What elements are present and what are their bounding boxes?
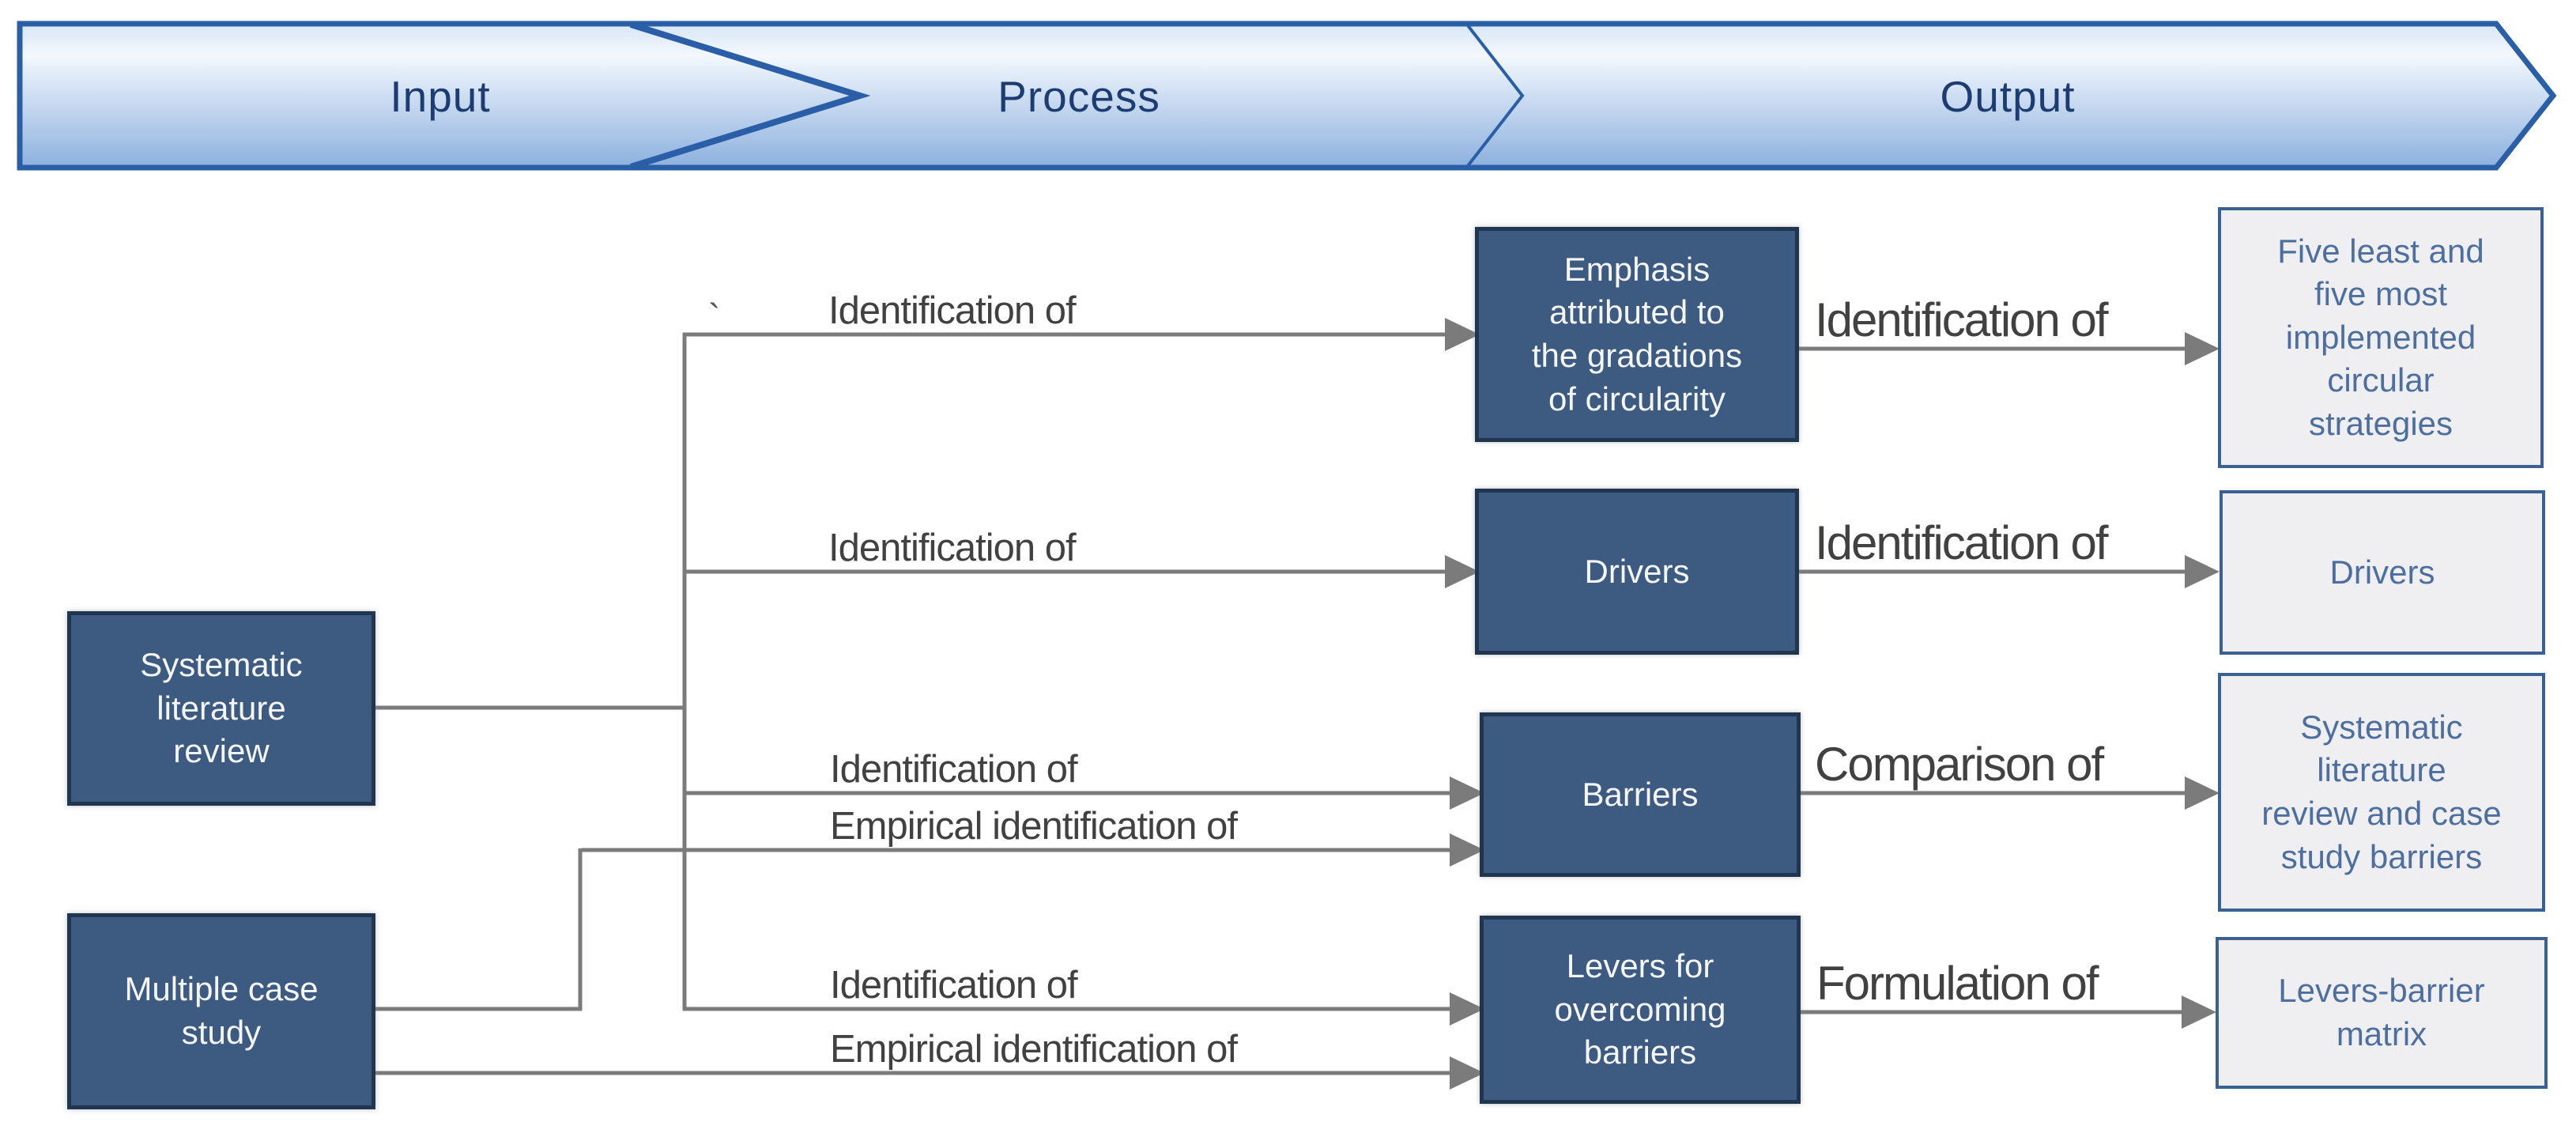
box-levers-barrier-matrix: Levers-barrier matrix [2216, 937, 2548, 1089]
banner-segment-output: Output [1940, 72, 2076, 121]
box-label: Levers for overcoming barriers [1554, 947, 1726, 1071]
arrowhead-row2-process [1445, 555, 1480, 588]
arrowhead-row4-output [2182, 995, 2216, 1029]
banner-segment-process: Process [998, 72, 1160, 121]
arrow-label-row1-identification: Identification of [828, 289, 1077, 332]
arrowhead-row4-identification [1450, 992, 1484, 1026]
box-multiple-case-study: Multiple case study [67, 913, 375, 1109]
arrowhead-row2-output [2185, 555, 2220, 588]
arrow-label-row3-empirical: Empirical identification of [830, 805, 1238, 848]
arrowhead-row3-output [2185, 776, 2220, 810]
arrow-label-output-row2-identification: Identification of [1815, 516, 2109, 569]
box-systematic-literature-review: Systematic literature review [67, 611, 375, 806]
box-label: Systematic literature review and case st… [2261, 708, 2502, 875]
arrow-label-row4-empirical: Empirical identification of [830, 1028, 1238, 1071]
banner-chevron-divider-2 [1465, 23, 1525, 168]
box-drivers-output: Drivers [2220, 490, 2545, 655]
box-barriers: Barriers [1480, 712, 1801, 877]
box-levers: Levers for overcoming barriers [1480, 916, 1801, 1104]
box-emphasis-gradations: Emphasis attributed to the gradations of… [1475, 227, 1799, 442]
banner-segment-input: Input [390, 72, 491, 121]
arrowhead-row3-empirical [1450, 833, 1484, 867]
box-label: Systematic literature review [140, 646, 303, 770]
arrowhead-row3-identification [1450, 776, 1484, 810]
box-label: Barriers [1582, 775, 1699, 813]
box-label: Five least and five most implemented cir… [2277, 232, 2484, 442]
banner-arrow [17, 21, 2557, 171]
box-label: Multiple case study [124, 970, 319, 1051]
arrowhead-row4-empirical [1450, 1056, 1484, 1090]
arrowhead-row1-process [1445, 318, 1480, 351]
box-label: Emphasis attributed to the gradations of… [1531, 250, 1743, 417]
arrow-label-output-row3-comparison: Comparison of [1815, 738, 2104, 791]
box-five-strategies: Five least and five most implemented cir… [2218, 207, 2544, 468]
arrow-label-row4-identification: Identification of [830, 964, 1078, 1007]
box-label: Levers-barrier matrix [2278, 972, 2485, 1052]
box-label: Drivers [1584, 552, 1690, 590]
box-drivers: Drivers [1475, 489, 1799, 655]
arrow-label-output-row4-formulation: Formulation of [1816, 957, 2099, 1010]
box-slr-case-barriers: Systematic literature review and case st… [2218, 673, 2545, 912]
box-label: Drivers [2329, 553, 2435, 591]
banner-chevron-divider-1 [629, 21, 871, 170]
arrow-label-output-row1-identification: Identification of [1815, 293, 2109, 346]
stray-tick-mark: ` [708, 297, 721, 338]
arrow-label-row2-identification: Identification of [828, 527, 1077, 569]
arrowhead-row1-output [2185, 332, 2220, 365]
arrow-label-row3-identification: Identification of [830, 748, 1078, 791]
